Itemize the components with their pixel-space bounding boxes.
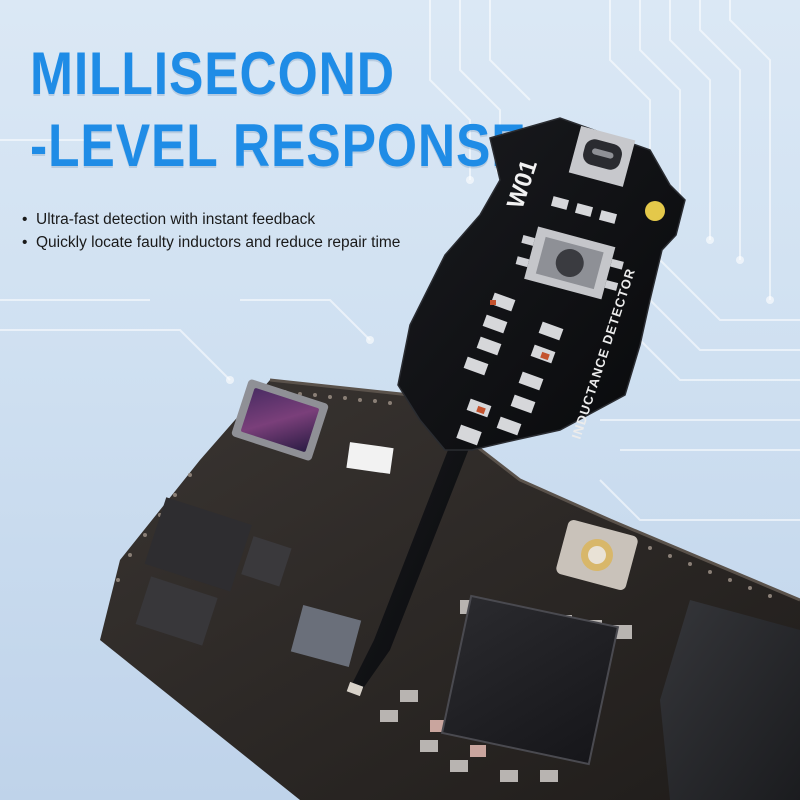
bullet-item: Ultra-fast detection with instant feedba… <box>22 208 400 231</box>
headline: MILLISECOND -LEVEL RESPONSE <box>30 38 527 182</box>
usb-c-port <box>568 125 636 187</box>
tactile-button <box>515 226 624 300</box>
headline-line-1: MILLISECOND <box>30 40 395 107</box>
feature-bullets: Ultra-fast detection with instant feedba… <box>22 208 400 254</box>
bullet-item: Quickly locate faulty inductors and redu… <box>22 231 400 254</box>
headline-line-2: -LEVEL RESPONSE <box>30 112 527 179</box>
status-led <box>645 201 665 221</box>
